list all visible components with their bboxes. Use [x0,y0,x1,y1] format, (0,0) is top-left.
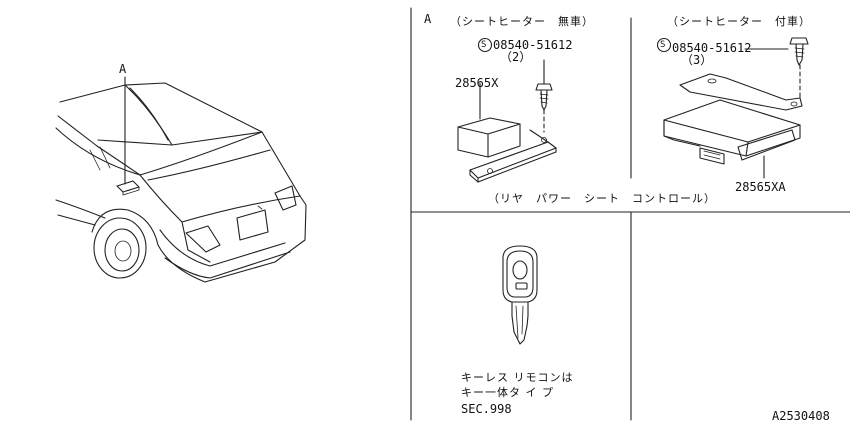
key-note-line1: キーレス リモコンは [461,371,574,384]
screw-part-number-right: 08540-51612 [672,41,752,55]
key-note-line2: キー一体タ イ プ [461,386,554,399]
unit-part-number-left: 28565X [455,76,499,90]
callout-a-label: A [119,62,127,76]
screw-qty-left: （2） [500,50,532,64]
screw-part-number-left: 08540-51612 [493,38,573,52]
key-illustration [502,245,538,345]
car-illustration [55,76,307,283]
module-without-heater [457,37,557,183]
panel-frame [410,7,850,421]
heading-with-heater: （シートヒーター 付車） [667,15,811,28]
section-reference: SEC.998 [461,402,512,416]
module-with-heater [656,37,809,179]
panel-a-corner-label: A [424,12,432,26]
panel-a-caption: （リヤ パワー シート コントロール） [488,192,716,205]
screw-symbol-left: S [481,40,487,50]
screw-symbol-right: S [660,40,666,50]
unit-part-number-right: 28565XA [735,180,786,194]
heading-without-heater: （シートヒーター 無車） [450,15,594,28]
screw-qty-right: （3） [681,53,713,67]
drawing-id: A2530408 [772,409,830,423]
